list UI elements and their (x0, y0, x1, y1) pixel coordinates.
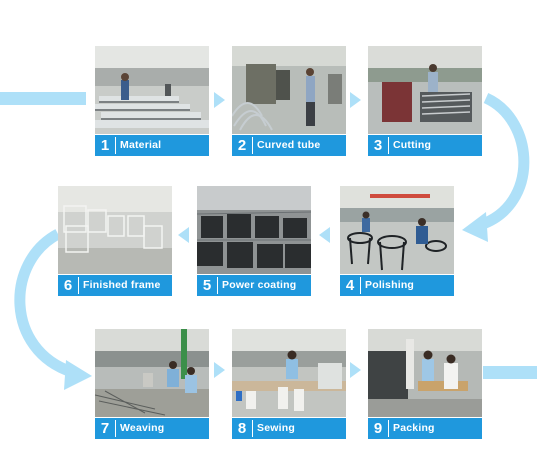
step-number: 9 (373, 420, 383, 437)
label-divider (115, 137, 116, 154)
step-label: Finished frame (83, 279, 161, 291)
curve-arrowhead-6-to-7 (64, 360, 92, 390)
label-divider (360, 277, 361, 294)
label-divider (388, 137, 389, 154)
step-number: 7 (100, 420, 110, 437)
exit-arrow (483, 366, 537, 379)
chevron-left-icon (178, 227, 189, 243)
step-weaving: 7 Weaving (95, 329, 209, 439)
curved-tube-photo (232, 46, 346, 135)
cutting-label-bar: 3 Cutting (368, 135, 482, 156)
step-number: 3 (373, 137, 383, 154)
power-coating-label-bar: 5 Power coating (197, 275, 311, 296)
packing-label-bar: 9 Packing (368, 418, 482, 439)
chevron-right-icon (214, 362, 225, 378)
curved-tube-label-bar: 2 Curved tube (232, 135, 346, 156)
finished-frame-photo (58, 186, 172, 275)
step-finished-frame: 6 Finished frame (58, 186, 172, 296)
chevron-right-icon (350, 92, 361, 108)
curve-arrow-6-to-7 (14, 229, 74, 378)
step-number: 6 (63, 277, 73, 294)
step-cutting: 3 Cutting (368, 46, 482, 156)
step-number: 4 (345, 277, 355, 294)
step-sewing: 8 Sewing (232, 329, 346, 439)
label-divider (115, 420, 116, 437)
sewing-label-bar: 8 Sewing (232, 418, 346, 439)
label-divider (217, 277, 218, 294)
polishing-label-bar: 4 Polishing (340, 275, 454, 296)
finished-frame-label-bar: 6 Finished frame (58, 275, 172, 296)
sewing-photo (232, 329, 346, 418)
curve-arrow-3-to-4 (477, 92, 530, 231)
polishing-photo (340, 186, 454, 275)
cutting-photo (368, 46, 482, 135)
step-number: 2 (237, 137, 247, 154)
step-label: Sewing (257, 422, 295, 434)
chevron-right-icon (214, 92, 225, 108)
material-photo (95, 46, 209, 135)
power-coating-photo (197, 186, 311, 275)
step-label: Polishing (365, 279, 415, 291)
step-packing: 9 Packing (368, 329, 482, 439)
step-number: 1 (100, 137, 110, 154)
step-curved-tube: 2 Curved tube (232, 46, 346, 156)
step-polishing: 4 Polishing (340, 186, 454, 296)
weaving-photo (95, 329, 209, 418)
step-label: Material (120, 139, 162, 151)
step-label: Curved tube (257, 139, 321, 151)
step-label: Packing (393, 422, 435, 434)
weaving-label-bar: 7 Weaving (95, 418, 209, 439)
label-divider (252, 137, 253, 154)
step-number: 8 (237, 420, 247, 437)
entry-arrow (0, 92, 86, 105)
label-divider (78, 277, 79, 294)
step-power-coating: 5 Power coating (197, 186, 311, 296)
chevron-left-icon (319, 227, 330, 243)
packing-photo (368, 329, 482, 418)
step-label: Cutting (393, 139, 432, 151)
step-number: 5 (202, 277, 212, 294)
label-divider (252, 420, 253, 437)
curve-arrowhead-3-to-4 (462, 212, 488, 242)
material-label-bar: 1 Material (95, 135, 209, 156)
chevron-right-icon (350, 362, 361, 378)
step-material: 1 Material (95, 46, 209, 156)
step-label: Weaving (120, 422, 165, 434)
step-label: Power coating (222, 279, 297, 291)
label-divider (388, 420, 389, 437)
